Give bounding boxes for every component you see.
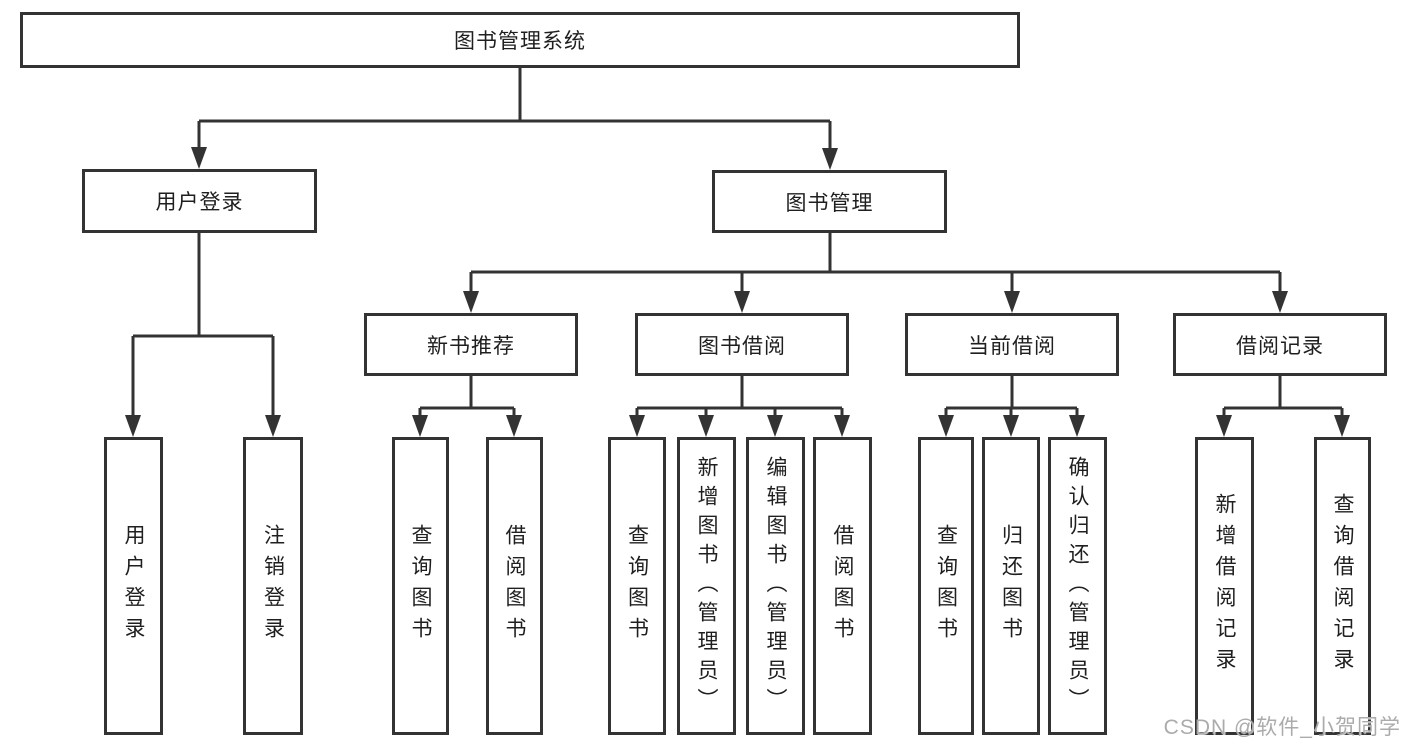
leaf-edit-book-admin: 编辑图书（管理员）	[746, 437, 805, 735]
leaf-return-book-label: 归还图书	[999, 524, 1023, 648]
leaf-query-borrow-record-label: 查询借阅记录	[1331, 493, 1354, 679]
leaf-borrow-books-recommend-label: 借阅图书	[503, 524, 526, 648]
leaf-query-borrow-record: 查询借阅记录	[1314, 437, 1371, 735]
leaf-query-books-current: 查询图书	[918, 437, 974, 735]
node-borrowing-records: 借阅记录	[1173, 313, 1387, 376]
leaf-borrow-books-recommend: 借阅图书	[486, 437, 543, 735]
leaf-return-book: 归还图书	[982, 437, 1040, 735]
leaf-borrow-books-borrowing-label: 借阅图书	[831, 524, 854, 648]
leaf-logout: 注销登录	[243, 437, 303, 735]
node-user-login-label: 用户登录	[155, 191, 244, 214]
leaf-query-books-current-label: 查询图书	[934, 524, 958, 648]
node-new-book-recommend-label: 新书推荐	[427, 334, 515, 358]
leaf-confirm-return-admin-label: 确认归还（管理员）	[1066, 455, 1089, 717]
node-book-management: 图书管理	[712, 170, 947, 233]
node-user-login: 用户登录	[82, 169, 317, 233]
leaf-confirm-return-admin: 确认归还（管理员）	[1048, 437, 1107, 735]
leaf-add-book-admin: 新增图书（管理员）	[677, 437, 736, 735]
leaf-query-books-borrowing: 查询图书	[608, 437, 666, 735]
node-new-book-recommend: 新书推荐	[364, 313, 578, 376]
leaf-add-borrow-record-label: 新增借阅记录	[1213, 493, 1236, 679]
node-current-borrowing: 当前借阅	[905, 313, 1119, 376]
leaf-query-books-recommend: 查询图书	[392, 437, 449, 735]
leaf-add-borrow-record: 新增借阅记录	[1195, 437, 1254, 735]
leaf-add-book-admin-label: 新增图书（管理员）	[695, 455, 718, 717]
leaf-query-books-borrowing-label: 查询图书	[625, 524, 649, 648]
leaf-query-books-recommend-label: 查询图书	[409, 524, 432, 648]
watermark-text: CSDN @软件_小贺同学	[1163, 716, 1401, 739]
leaf-edit-book-admin-label: 编辑图书（管理员）	[764, 455, 787, 717]
leaf-borrow-books-borrowing: 借阅图书	[813, 437, 872, 735]
node-book-borrowing: 图书借阅	[635, 313, 849, 376]
node-borrowing-records-label: 借阅记录	[1236, 334, 1324, 358]
node-book-borrowing-label: 图书借阅	[698, 334, 786, 358]
node-current-borrowing-label: 当前借阅	[968, 334, 1056, 358]
node-book-management-label: 图书管理	[785, 191, 874, 215]
leaf-user-login-label: 用户登录	[122, 524, 145, 648]
leaf-user-login: 用户登录	[104, 437, 163, 735]
node-root: 图书管理系统	[20, 12, 1020, 68]
node-root-label: 图书管理系统	[454, 30, 586, 53]
leaf-logout-label: 注销登录	[261, 524, 285, 648]
